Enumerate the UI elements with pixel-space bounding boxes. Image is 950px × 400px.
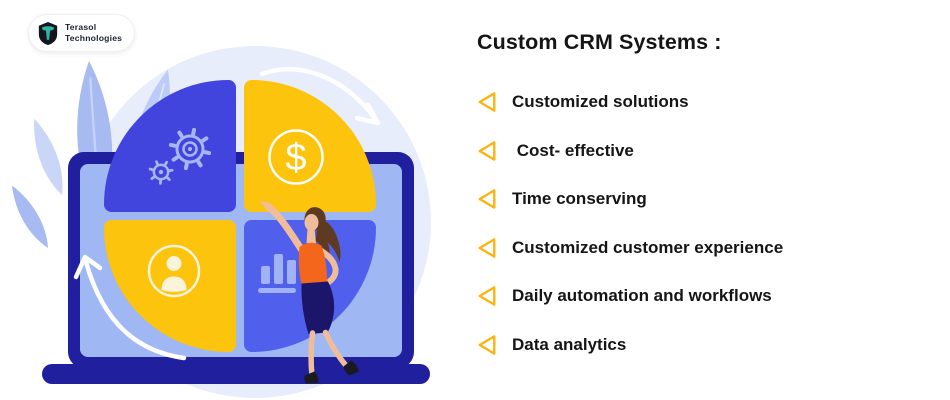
list-item: Data analytics [477,333,783,357]
page-title: Custom CRM Systems : [477,30,722,54]
list-item: Customized customer experience [477,236,783,260]
logo-line2: Technologies [65,33,123,43]
feature-label: Data analytics [512,334,627,354]
woman-pointing [260,200,359,384]
feature-label: Cost- effective [512,140,634,160]
triangle-bullet-icon [478,237,496,258]
triangle-bullet-icon [478,286,496,306]
gears-icon [148,127,212,185]
laptop-base [42,364,430,384]
woman-skirt [301,281,335,334]
logo-line1: Terasol [65,21,97,32]
list-item: Customized solutions [477,90,783,114]
svg-text:$: $ [285,137,306,179]
triangle-bullet-icon [478,140,496,161]
list-item: Cost- effective [477,139,783,163]
feature-list: Customized solutions Cost- effective Tim… [477,90,783,357]
logo-text: Terasol Technologies [65,22,122,44]
bar-chart-icon [258,254,296,293]
triangle-bullet-icon [478,92,496,112]
list-item: Time conserving [477,187,783,211]
crm-illustration: $ [11,14,431,398]
terasol-logo[interactable]: Terasol Technologies [28,14,136,52]
dollar-icon: $ [268,129,324,185]
feature-label: Customized customer experience [512,237,784,257]
illustration-overlay: $ [73,67,381,384]
user-icon [147,244,201,298]
feature-label: Customized solutions [512,92,689,111]
triangle-bullet-icon [478,334,496,355]
woman-top [298,242,328,285]
feature-label: Daily automation and workflows [512,286,772,305]
shield-logo-icon [38,21,58,45]
list-item: Daily automation and workflows [477,284,783,308]
cycle-arrow-icon [73,67,381,361]
feature-label: Time conserving [512,189,647,208]
triangle-bullet-icon [478,189,496,209]
content-panel: Custom CRM Systems : Customized solution… [477,0,947,400]
